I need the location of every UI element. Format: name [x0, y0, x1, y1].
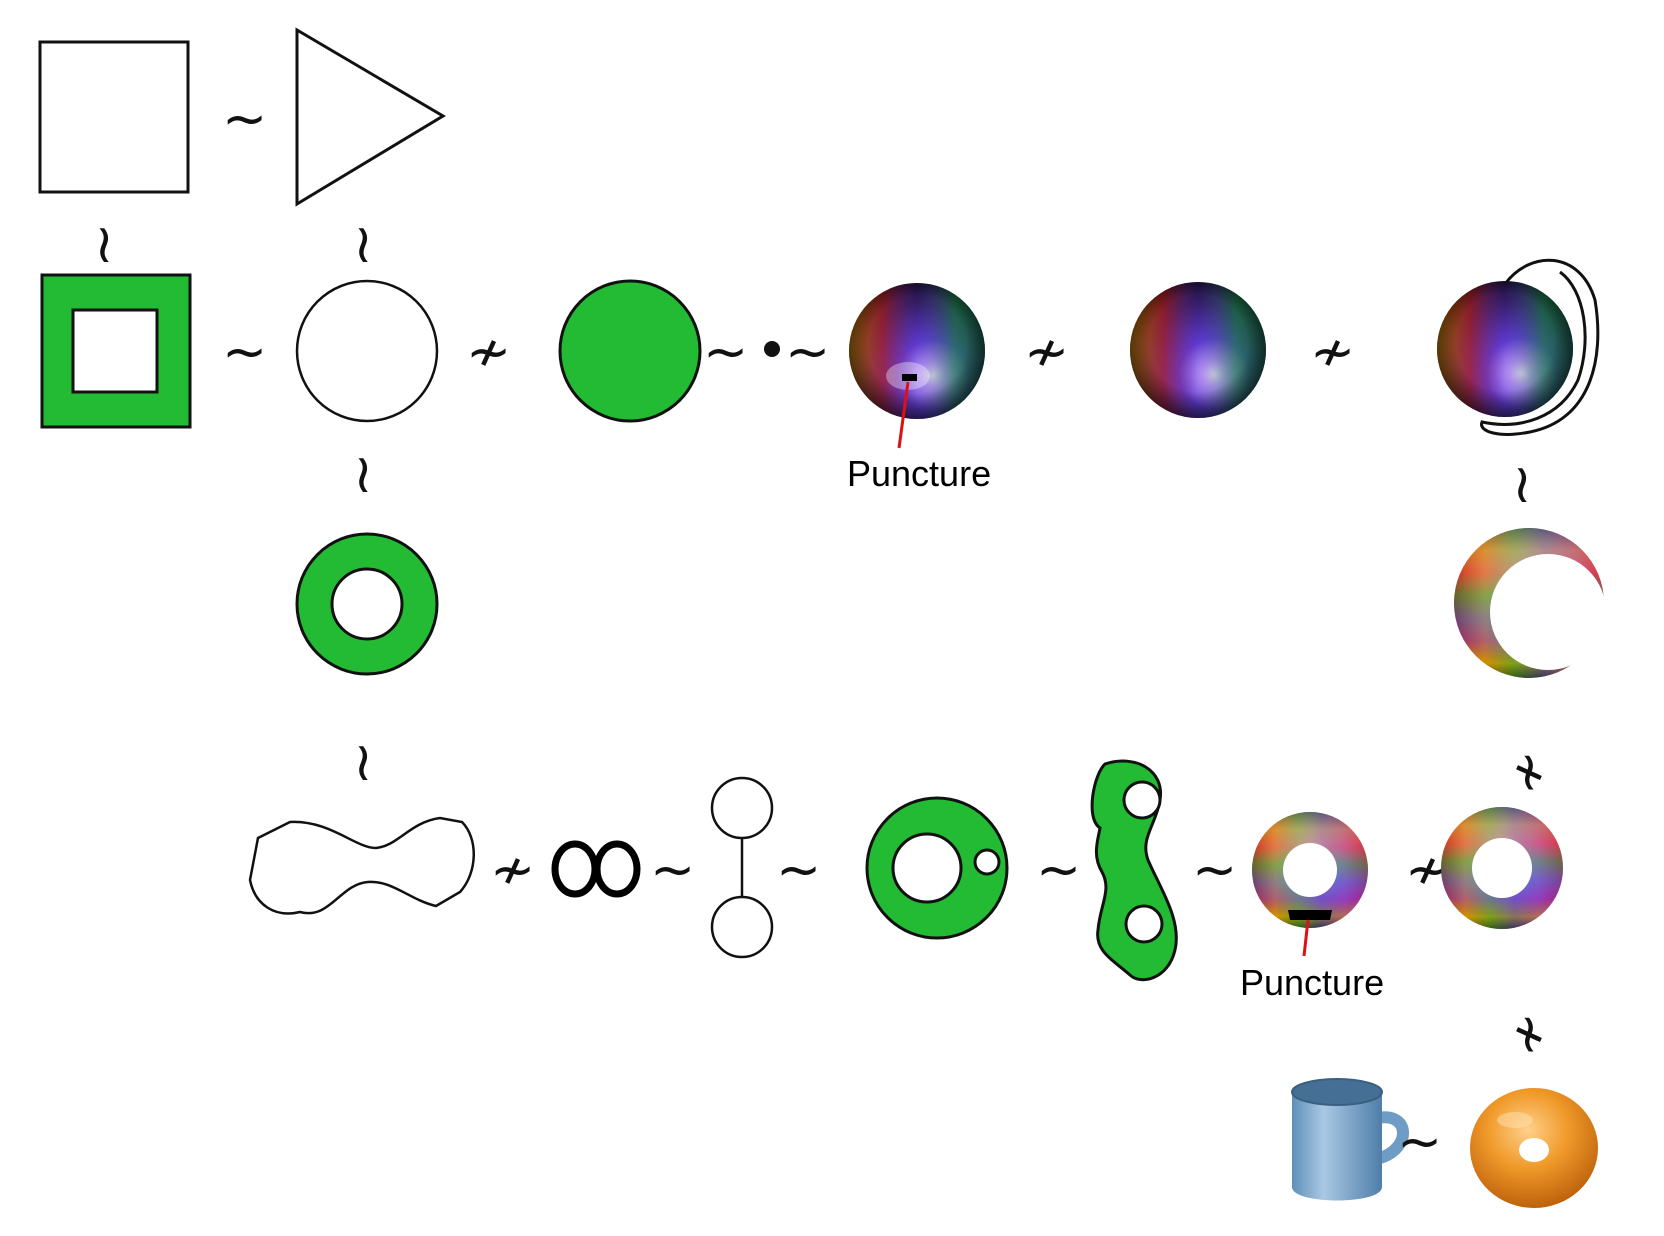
equivalent-vertical-symbol: ≀: [353, 730, 373, 793]
not-equivalent-symbol: ≁: [1310, 320, 1355, 383]
puncture-pointer-line: [897, 381, 910, 449]
dumbbell-graph: [710, 776, 774, 959]
equivalent-symbol: ~: [1036, 838, 1081, 901]
equivalent-symbol: ~: [703, 320, 748, 383]
sphere: [1130, 282, 1266, 418]
equivalent-symbol: ~: [1192, 838, 1237, 901]
punctured-rainbow-torus: [1252, 812, 1368, 928]
not-equivalent-vertical-symbol: ≁: [1499, 1012, 1562, 1057]
green-disk-two-holes: [865, 796, 1009, 940]
rainbow-torus: [1441, 807, 1563, 929]
equivalent-vertical-symbol: ≀: [1512, 452, 1532, 515]
not-equivalent-symbol: ≁: [1024, 320, 1069, 383]
puncture-label: Puncture: [847, 453, 991, 494]
coffee-mug: [1291, 1078, 1409, 1201]
triangle-outline: [295, 27, 446, 207]
square-outline: [38, 40, 190, 194]
puncture-pointer-line: [1302, 919, 1310, 957]
sphere-with-loop: [1437, 258, 1600, 436]
green-annulus: [295, 532, 439, 676]
puncture-label: Puncture: [1240, 962, 1384, 1003]
green-disk: [558, 279, 702, 423]
equivalent-vertical-symbol: ≀: [94, 212, 114, 275]
not-equivalent-symbol: ≁: [490, 838, 535, 901]
punctured-sphere: [849, 283, 985, 419]
not-equivalent-symbol: ≁: [466, 320, 511, 383]
green-double-annulus-blob: [1090, 759, 1178, 982]
not-equivalent-vertical-symbol: ≁: [1499, 750, 1562, 795]
equivalent-symbol: ~: [785, 320, 830, 383]
green-square-frame: [40, 273, 192, 429]
peanut-outline: [248, 816, 475, 915]
circle-outline: [295, 279, 439, 423]
equivalent-symbol: ~: [776, 838, 821, 901]
point: [764, 341, 780, 357]
equivalent-symbol: ~: [650, 838, 695, 901]
equivalent-vertical-symbol: ≀: [353, 212, 373, 275]
figure-eight: [551, 840, 641, 898]
equivalent-symbol: ~: [222, 87, 267, 150]
rainbow-torus-side: [1454, 528, 1606, 678]
donut: [1470, 1088, 1598, 1208]
equivalent-symbol: ~: [222, 320, 267, 383]
equivalent-vertical-symbol: ≀: [353, 442, 373, 505]
equivalent-symbol: ~: [1397, 1110, 1442, 1173]
